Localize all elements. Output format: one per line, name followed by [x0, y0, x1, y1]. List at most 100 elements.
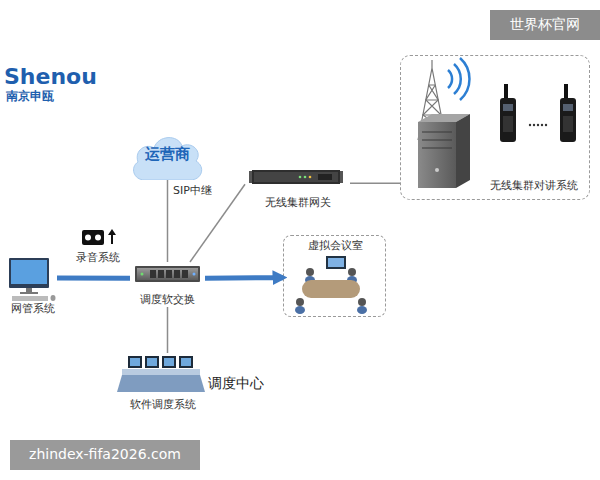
server-icon	[135, 266, 200, 282]
server-icon	[141, 273, 144, 276]
recorder-icon	[85, 235, 91, 241]
recorder-icon	[95, 235, 101, 241]
meeting-scene	[328, 258, 344, 267]
meeting-scene	[358, 298, 366, 306]
ellipsis-dots	[537, 124, 539, 126]
connector-line	[57, 275, 130, 280]
signal-waves	[454, 64, 461, 94]
dispatch-console	[162, 356, 176, 368]
radio-handset	[504, 84, 508, 98]
ellipsis-dots	[545, 124, 547, 126]
base-station-server	[418, 122, 456, 188]
node-label: 无线集群对讲系统	[479, 180, 589, 193]
meeting-scene	[326, 256, 346, 269]
section-heading: 调度中心	[208, 375, 270, 391]
radio-handset	[503, 116, 513, 132]
dispatch-console	[130, 358, 140, 366]
meeting-scene	[296, 298, 304, 306]
computer-icon	[11, 260, 47, 284]
server-icon	[166, 270, 172, 278]
server-icon	[174, 270, 180, 278]
gateway-device	[252, 170, 340, 184]
computer-icon	[9, 258, 49, 288]
server-icon	[158, 270, 164, 278]
radio-handset	[500, 98, 516, 142]
ellipsis-dots	[533, 124, 535, 126]
recorder-node: 录音系统	[72, 226, 124, 266]
gateway-device	[318, 174, 332, 180]
dispatch-console	[181, 358, 191, 366]
radio-handset	[563, 104, 573, 111]
meeting-scene	[302, 280, 360, 298]
connector-line	[167, 180, 169, 262]
server-icon	[150, 270, 156, 278]
connector-line	[167, 307, 169, 353]
server-icon	[137, 268, 198, 280]
gateway-node: 无线集群网关	[245, 165, 350, 213]
ellipsis-dots	[529, 124, 547, 126]
node-label: 软件调度系统	[120, 399, 205, 412]
gateway-device	[309, 176, 312, 179]
gateway-device	[340, 171, 343, 183]
radio-handset	[563, 116, 573, 132]
signal-waves	[448, 58, 469, 100]
gateway-device	[249, 170, 343, 184]
connector-arrow	[205, 275, 283, 281]
gateway-device	[254, 172, 338, 182]
node-label: 无线集群网关	[245, 197, 350, 210]
computer-icon	[51, 295, 56, 301]
meeting-scene	[306, 268, 314, 276]
base-station-server	[422, 132, 452, 148]
dispatch-console	[147, 358, 157, 366]
node-label: 虚拟会议室	[284, 240, 387, 253]
node-label: 录音系统	[72, 252, 124, 265]
server-icon	[193, 273, 196, 276]
node-label: 网管系统	[5, 303, 61, 316]
base-station-server	[435, 168, 439, 172]
recorder-icon	[108, 229, 116, 235]
ellipsis-dots	[529, 124, 531, 126]
brand-subtitle: 南京申瓯	[6, 90, 96, 104]
computer-icon	[9, 258, 56, 301]
ellipsis-dots	[541, 124, 543, 126]
gateway-device	[304, 176, 307, 179]
radio-handset	[503, 104, 513, 111]
computer-icon	[12, 296, 48, 301]
edge-label: SIP中继	[173, 183, 212, 198]
radio-handset	[560, 84, 576, 142]
node-label: 调度软交换	[130, 294, 205, 307]
connector-line	[350, 182, 400, 184]
meeting-scene	[295, 256, 367, 314]
dispatch-console	[122, 369, 200, 375]
brand-logo: Shenou	[4, 64, 114, 89]
computer-icon	[20, 292, 38, 294]
nms-node: 网管系统	[5, 255, 57, 317]
radio-handset	[564, 84, 568, 98]
dispatch-console	[128, 356, 142, 368]
radio-tower	[431, 60, 432, 68]
signal-waves	[448, 70, 452, 88]
meeting-scene	[348, 268, 356, 276]
dispatch-console	[117, 356, 205, 392]
softswitch-node: 调度软交换	[130, 262, 205, 307]
recorder-icon	[82, 229, 116, 245]
dispatch-console	[164, 358, 174, 366]
gateway-device	[299, 176, 302, 179]
server-icon	[135, 266, 200, 282]
server-icon	[182, 270, 188, 278]
watermark: zhindex-fifa2026.com	[10, 440, 200, 470]
dispatch-console	[145, 356, 159, 368]
radio-handset	[560, 98, 576, 142]
console-node: 软件调度系统调度中心	[120, 353, 270, 413]
node-label: 运营商	[130, 146, 205, 163]
dispatch-console	[117, 375, 205, 392]
carrier-cloud: 运营商	[130, 130, 205, 180]
watermark: 世界杯官网	[490, 10, 600, 40]
dispatch-console	[179, 356, 193, 368]
recorder-icon	[82, 230, 104, 245]
meeting-room-group: 虚拟会议室	[283, 235, 386, 317]
computer-icon	[26, 288, 32, 292]
trunking-system-group: 无线集群对讲系统	[400, 55, 590, 200]
base-station-server	[456, 114, 470, 188]
